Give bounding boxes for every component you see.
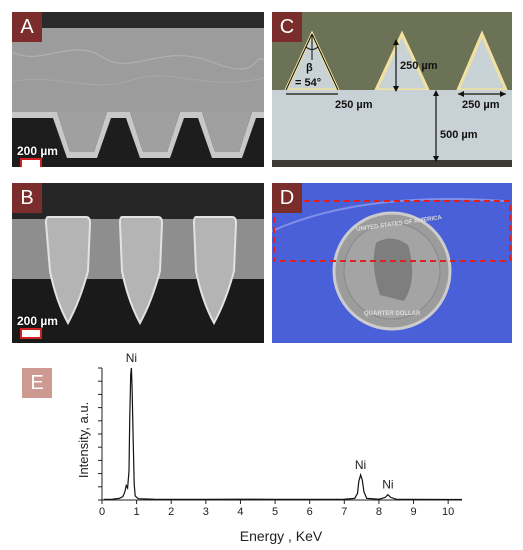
panel-d: D UNITED STATES OF AMERICA QUARTER DOLLA… [272, 183, 512, 343]
x-tick-label: 5 [272, 506, 278, 518]
panel-c-dim-gap: 250 µm [462, 99, 500, 111]
x-axis-label: Energy , KeV [240, 528, 323, 544]
peak-label: Ni [382, 478, 393, 492]
panel-a-image [12, 12, 264, 167]
panel-b-scale-label: 200 µm [17, 314, 58, 328]
panel-c-angle-value: = 54° [295, 77, 322, 89]
panel-c: C β = 54° 250 µm 250 µm 250 µm 500 µm [272, 12, 512, 167]
panel-a-scale-label: 200 µm [17, 144, 58, 158]
x-tick-label: 1 [134, 506, 140, 518]
panel-b-letter: B [12, 183, 42, 213]
x-tick-label: 3 [203, 506, 209, 518]
panel-a: A 200 µm [12, 12, 264, 167]
panel-c-dim-height: 250 µm [400, 60, 438, 72]
panel-a-letter: A [12, 12, 42, 42]
panel-c-image [272, 12, 512, 167]
panel-c-angle-symbol: β [306, 62, 313, 74]
chart-axes [101, 368, 462, 501]
panel-b-image [12, 183, 264, 343]
x-tick-label: 10 [442, 506, 454, 518]
panel-e-letter: E [22, 368, 52, 398]
spectrum-line [103, 367, 462, 501]
panel-d-letter: D [272, 183, 302, 213]
panel-c-dim-substrate: 500 µm [440, 129, 478, 141]
peak-label: Ni [126, 351, 137, 365]
x-tick-label: 6 [307, 506, 313, 518]
x-tick-label: 7 [341, 506, 347, 518]
panel-a-scale-bar [20, 158, 42, 167]
panel-b: B 200 µm [12, 183, 264, 343]
x-tick-label: 8 [376, 506, 382, 518]
x-tick-label: 2 [168, 506, 174, 518]
chart-ticks: 0 1 2 3 4 5 6 7 8 9 10 [98, 367, 454, 518]
panel-c-dim-base: 250 µm [335, 99, 373, 111]
panel-c-letter: C [272, 12, 302, 42]
x-tick-label: 0 [99, 506, 105, 518]
panel-d-image [272, 183, 512, 343]
peak-label: Ni [355, 458, 366, 472]
panel-b-scale-bar [20, 328, 42, 339]
x-tick-label: 9 [410, 506, 416, 518]
coin-bottom-text: QUARTER DOLLAR [364, 311, 421, 317]
x-tick-label: 4 [237, 506, 243, 518]
y-axis-label: Intensity, a.u. [76, 402, 91, 478]
